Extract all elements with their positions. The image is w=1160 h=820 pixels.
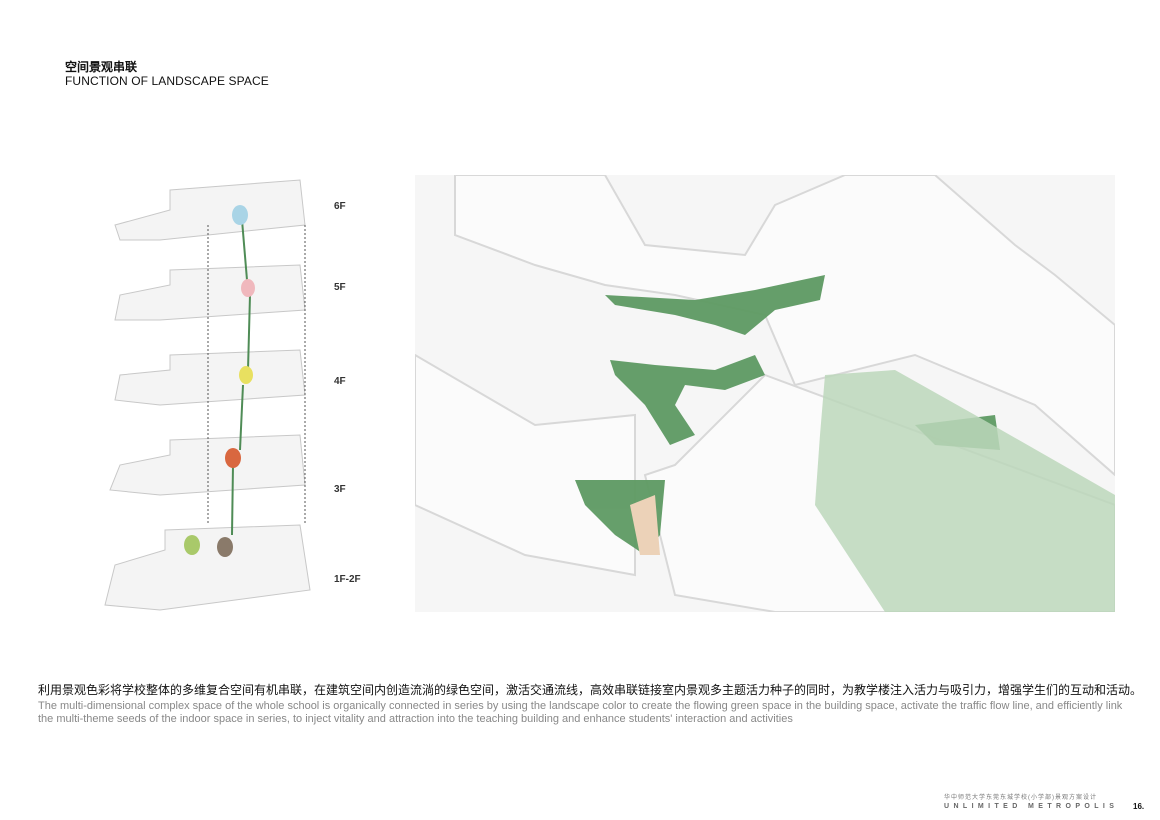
- description-cn: 利用景观色彩将学校整体的多维复合空间有机串联，在建筑空间内创造流淌的绿色空间，激…: [38, 683, 1143, 697]
- seed-orange-icon: [225, 448, 241, 468]
- landscape-perspective-render: [415, 175, 1115, 612]
- green-ground-plane: [815, 370, 1115, 612]
- floor-label-6f: 6F: [334, 201, 346, 212]
- floor-plate-1f2f: [104, 524, 311, 611]
- floor-plate-5f: [114, 264, 306, 321]
- floor-label-4f: 4F: [334, 376, 346, 387]
- seed-brown-icon: [217, 537, 233, 557]
- page-number: 16.: [1133, 802, 1145, 811]
- floor-label-5f: 5F: [334, 282, 346, 293]
- floor-label-1f-2f: 1F-2F: [334, 574, 361, 585]
- floor-plate-6f: [114, 179, 306, 241]
- seed-green-icon: [184, 535, 200, 555]
- footer-brand: UNLIMITED METROPOLIS: [944, 803, 1119, 810]
- exploded-axonometric-diagram: [104, 179, 311, 611]
- footer-project-name: 华中师范大学东莞东城学校(小学部)景观方案设计: [944, 795, 1097, 801]
- floor-plate-4f: [114, 349, 306, 406]
- floor-label-3f: 3F: [334, 484, 346, 495]
- seed-pink-icon: [241, 279, 255, 297]
- seed-blue-icon: [232, 205, 248, 225]
- seed-yellow-icon: [239, 366, 253, 384]
- description-en: The multi-dimensional complex space of t…: [38, 700, 1123, 725]
- page-title-cn: 空间景观串联: [65, 60, 138, 74]
- page-title-en: FUNCTION OF LANDSCAPE SPACE: [65, 74, 269, 88]
